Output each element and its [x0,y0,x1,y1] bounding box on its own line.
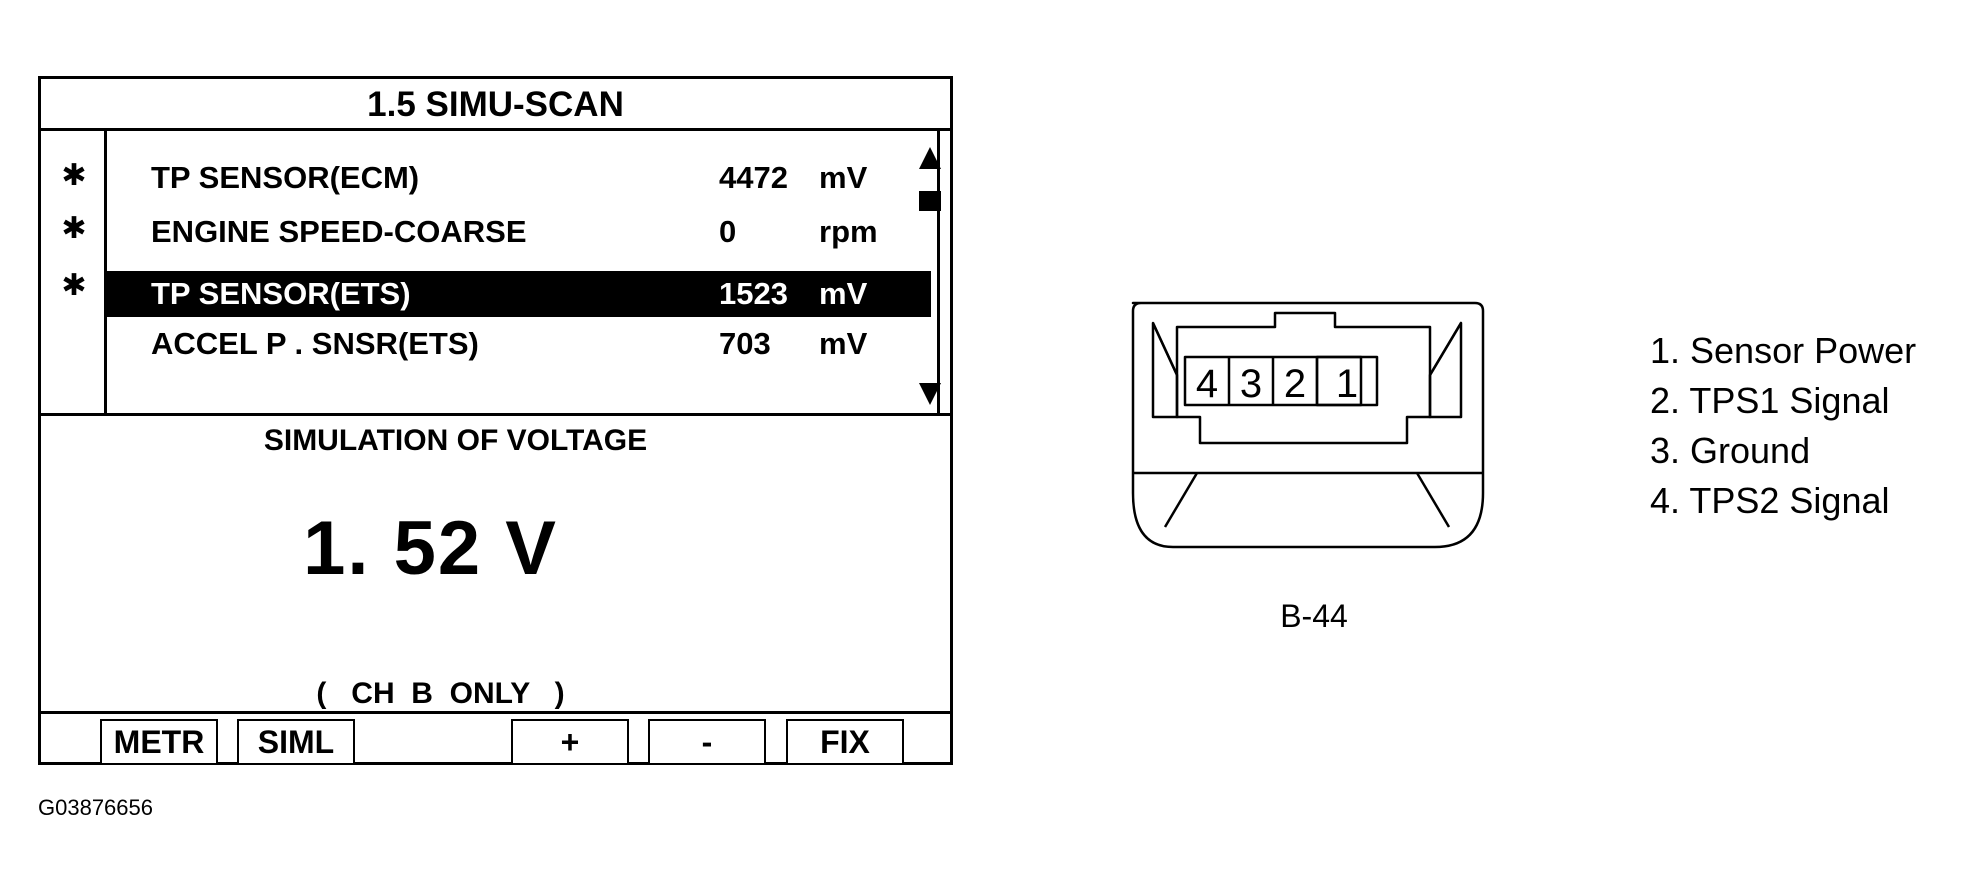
parameter-unit: rpm [819,214,878,249]
parameter-name: ACCEL P . SNSR(ETS) [151,326,479,361]
scroll-up-arrow-icon[interactable] [919,147,941,169]
simulation-value: 1. 52 V [303,506,558,591]
parameter-row[interactable]: ACCEL P . SNSR(ETS) 703 mV [107,321,931,367]
siml-button[interactable]: SIML [237,719,355,765]
minus-button[interactable]: - [648,719,766,765]
parameter-unit: mV [819,160,868,195]
right-wedge [1428,321,1463,419]
metr-button[interactable]: METR [100,719,218,765]
row-marker-icon: ✱ [61,212,87,245]
scan-tool-screen: 1.5 SIMU-SCAN ✱ ✱ ✱ TP SENSOR(ECM) 4472 … [38,76,953,765]
pin-number-3: 3 [1240,362,1262,406]
pin-legend-item: 3. Ground [1650,430,1811,471]
parameter-value: 703 [719,326,771,361]
connector-id-label: B-44 [1280,598,1348,634]
pin-number-4: 4 [1196,362,1218,406]
parameter-row[interactable]: ENGINE SPEED-COARSE 0 rpm [107,209,931,255]
parameter-value: 0 [719,214,737,249]
scroll-down-arrow-icon[interactable] [919,383,941,405]
screen-title: 1.5 SIMU-SCAN [41,79,950,131]
plus-button[interactable]: + [511,719,629,765]
parameter-list-frame [104,131,940,413]
parameter-name: ENGINE SPEED-COARSE [151,214,527,249]
pin-number-2: 2 [1284,362,1306,406]
scroll-thumb[interactable] [919,191,941,211]
row-marker-icon: ✱ [61,269,87,302]
parameter-row[interactable]: TP SENSOR(ECM) 4472 mV [107,155,931,201]
parameter-name: TP SENSOR(ETS) [151,276,411,311]
parameter-value: 4472 [719,160,788,195]
figure-id: G03876656 [38,795,153,820]
pin-legend-item: 1. Sensor Power [1650,330,1917,371]
pin-legend-item: 2. TPS1 Signal [1650,380,1890,421]
pin-number-1: 1 [1336,362,1358,406]
parameter-name: TP SENSOR(ECM) [151,160,420,195]
parameter-value: 1523 [719,276,788,311]
parameter-list: ✱ ✱ ✱ TP SENSOR(ECM) 4472 mV ENGINE SPEE… [41,131,950,416]
softkey-bar: METR SIML + - FIX [41,711,950,765]
connector-diagram: 4 3 2 1 [1131,301,1485,549]
pin-legend: 1. Sensor Power 2. TPS1 Signal 3. Ground… [1650,326,1916,526]
connector-housing [1131,301,1485,549]
row-marker-icon: ✱ [61,159,87,192]
parameter-unit: mV [819,276,868,311]
parameter-unit: mV [819,326,868,361]
parameter-row-selected[interactable]: TP SENSOR(ETS) 1523 mV [107,271,931,317]
pin-legend-item: 4. TPS2 Signal [1650,480,1890,521]
fix-button[interactable]: FIX [786,719,904,765]
channel-note: ( CH B ONLY ) [316,677,565,710]
simulation-label: SIMULATION OF VOLTAGE [263,424,648,457]
